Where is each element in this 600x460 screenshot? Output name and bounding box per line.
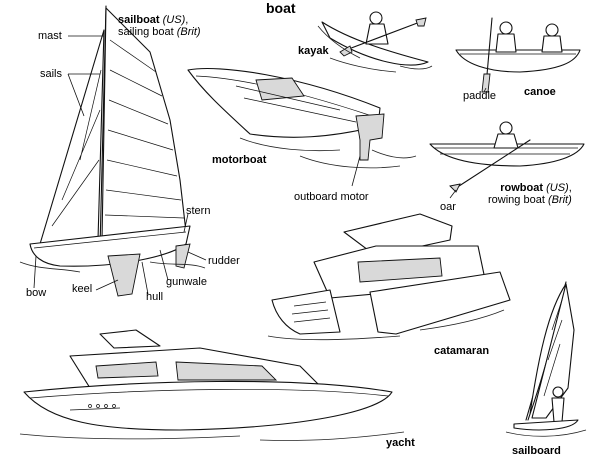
label-rowboat-us-tag: (US)	[546, 182, 569, 194]
label-stern: stern	[186, 205, 211, 217]
label-motorboat: motorboat	[212, 154, 267, 166]
label-sailboat-brit-tag: (Brit)	[176, 26, 201, 38]
label-catamaran: catamaran	[434, 345, 490, 357]
label-rowboat-brit-tag: (Brit)	[547, 194, 572, 206]
rowboat-drawing	[429, 121, 585, 199]
kayak-drawing	[317, 11, 433, 73]
canoe-drawing	[455, 17, 581, 93]
label-sailboat: sailboat (US), sailing boat (Brit)	[118, 14, 201, 38]
label-sailboat-us: sailboat	[118, 14, 160, 26]
label-yacht: yacht	[386, 437, 415, 449]
label-sails: sails	[40, 68, 63, 80]
label-oar: oar	[440, 201, 456, 213]
label-canoe: canoe	[524, 86, 556, 98]
page-title: boat	[266, 0, 296, 16]
label-rowboat: rowboat (US), rowing boat (Brit)	[488, 182, 572, 206]
label-mast: mast	[38, 30, 62, 42]
label-gunwale: gunwale	[166, 276, 207, 288]
label-outboard-motor: outboard motor	[294, 191, 369, 203]
yacht-drawing	[19, 329, 405, 441]
sailboat-leaders	[33, 35, 207, 295]
label-sailboat-brit: sailing boat	[118, 26, 174, 38]
label-rudder: rudder	[208, 255, 240, 267]
label-sailboat-us-tag: (US)	[162, 14, 186, 26]
sailboard-drawing	[505, 281, 587, 437]
label-paddle: paddle	[463, 90, 497, 102]
label-sailboard: sailboard	[512, 445, 561, 457]
catamaran-drawing	[267, 213, 511, 341]
motorboat-drawing	[187, 68, 417, 187]
sailboat-drawing	[19, 5, 206, 297]
label-rowboat-brit: rowing boat	[488, 194, 545, 206]
label-hull: hull	[146, 291, 164, 303]
label-kayak: kayak	[298, 45, 329, 57]
label-rowboat-us: rowboat	[500, 182, 544, 194]
label-keel: keel	[72, 283, 93, 295]
label-bow: bow	[26, 287, 47, 299]
